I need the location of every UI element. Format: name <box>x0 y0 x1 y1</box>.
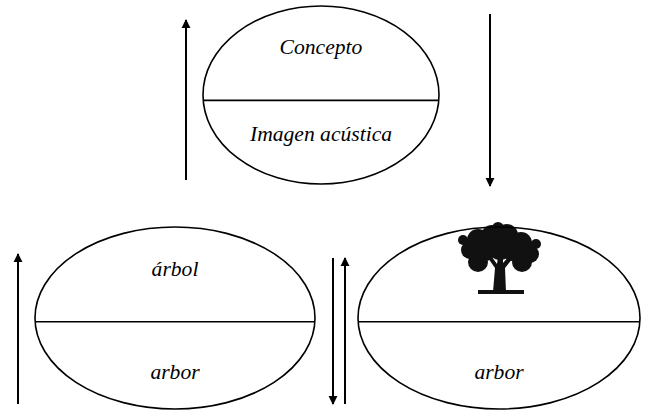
up-arrow <box>185 20 187 180</box>
sign-term: Concepto <box>202 36 440 60</box>
tree-illustration <box>458 222 541 294</box>
divider-line <box>203 100 439 102</box>
sign-term: arbor <box>34 361 316 385</box>
sign-term: Imagen acústica <box>202 123 440 147</box>
ellipse-border <box>35 227 315 409</box>
divider-line <box>35 321 315 323</box>
divider-line <box>358 321 640 323</box>
up-arrow <box>17 254 19 404</box>
sign-ellipse: ConceptoImagen acústica <box>202 5 440 185</box>
up-arrow <box>344 258 346 404</box>
sign-term: arbor <box>357 361 641 385</box>
down-arrow <box>489 14 491 186</box>
down-arrow <box>332 258 334 404</box>
ellipse-border <box>358 227 640 409</box>
sign-ellipse: árbol arbor <box>34 226 316 410</box>
sign-ellipse: arbor <box>357 226 641 410</box>
sign-term: árbol <box>34 258 316 282</box>
ellipse-border <box>203 6 439 184</box>
ellipse-outline <box>202 5 440 185</box>
